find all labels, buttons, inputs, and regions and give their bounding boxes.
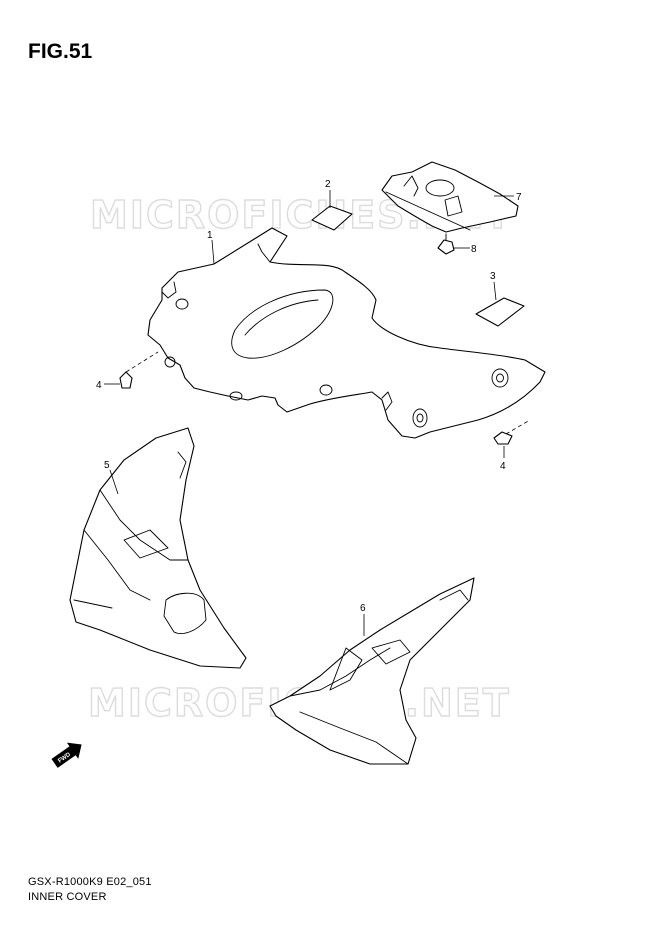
part-4-clip-right[interactable] <box>493 419 531 445</box>
leader-3 <box>493 281 497 301</box>
callout-8-label: 8 <box>471 244 477 255</box>
part-3-pad[interactable] <box>475 297 525 327</box>
callout-4b-label: 4 <box>500 461 506 472</box>
callout-4a-label: 4 <box>96 380 102 391</box>
fwd-badge: FWD <box>51 742 82 768</box>
callout-7-label: 7 <box>516 192 522 203</box>
part-4-clip-left[interactable] <box>119 351 159 389</box>
part-2-pad[interactable] <box>311 205 353 231</box>
leader-1 <box>211 239 215 265</box>
callout-3-label: 3 <box>490 271 496 282</box>
leader-5 <box>109 469 119 495</box>
callout-6-text: 6 <box>360 603 366 614</box>
part-5-inner-cover-left[interactable] <box>69 427 247 669</box>
callout-2-label: 2 <box>325 179 331 190</box>
figure-title: FIG.51 <box>28 40 93 63</box>
forward-arrow-icon <box>51 742 82 768</box>
part-1-inner-cover[interactable] <box>147 227 546 439</box>
part-8-screw[interactable] <box>437 233 455 255</box>
part-7-bracket[interactable] <box>381 161 519 233</box>
part-6-inner-cover-right[interactable] <box>269 577 475 765</box>
callout-5-label: 5 <box>104 460 110 471</box>
figure-name: INNER COVER <box>28 891 107 903</box>
figure-code: GSX-R1000K9 E02_051 <box>28 876 152 888</box>
callout-1-label: 1 <box>207 230 213 241</box>
